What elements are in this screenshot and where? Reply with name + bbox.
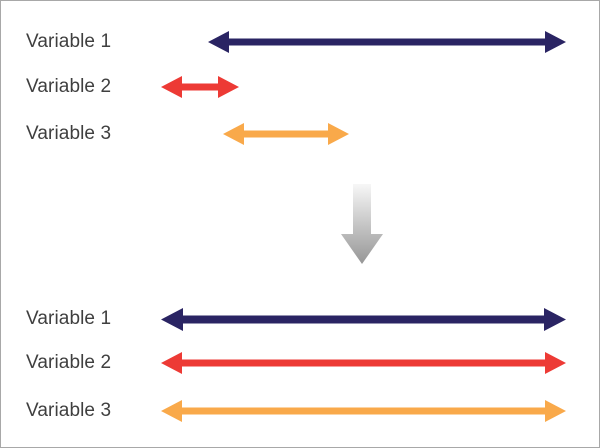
variable-label: Variable 1 (26, 31, 112, 52)
down-arrow-shape (341, 184, 383, 264)
variable-row: Variable 2 (1, 348, 599, 378)
variable-row: Variable 2 (1, 72, 599, 102)
transition-down-arrow-icon (341, 184, 383, 264)
arrow-shape (161, 400, 566, 422)
variable-range-arrow (208, 28, 566, 56)
variable-range-arrow (161, 73, 239, 101)
arrow-shape (161, 352, 566, 374)
arrow-shape (161, 76, 239, 98)
variable-label: Variable 2 (26, 352, 112, 373)
variable-range-arrow (161, 397, 566, 425)
variable-label: Variable 3 (26, 123, 112, 144)
variable-range-arrow (223, 120, 349, 148)
variable-range-arrow (161, 305, 566, 334)
arrow-shape (161, 307, 566, 331)
variable-label: Variable 1 (26, 308, 112, 329)
variable-row: Variable 3 (1, 119, 599, 149)
arrow-shape (208, 31, 566, 53)
variable-range-arrow (161, 349, 566, 377)
arrow-shape (223, 123, 349, 145)
variable-row: Variable 1 (1, 304, 599, 334)
variable-label: Variable 3 (26, 400, 112, 421)
variable-row: Variable 3 (1, 396, 599, 426)
variable-row: Variable 1 (1, 27, 599, 57)
variable-label: Variable 2 (26, 76, 112, 97)
